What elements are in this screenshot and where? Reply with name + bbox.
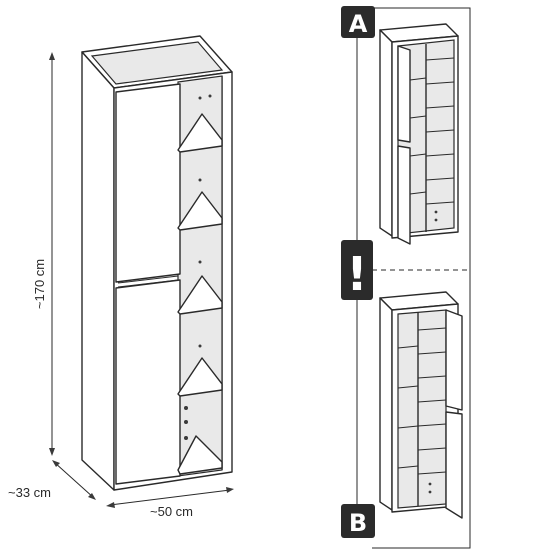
cabinet-side — [81, 51, 115, 491]
variants-panel: A ! B — [341, 6, 471, 549]
variant-b-cabinet — [379, 291, 463, 519]
width-label: ~50 cm — [150, 504, 193, 519]
notice-symbol: ! — [347, 247, 368, 301]
cabinet-shelves — [177, 113, 223, 475]
variant-b-label: B — [349, 509, 367, 537]
cabinet-top-inner — [90, 41, 224, 85]
upper-door — [115, 83, 181, 283]
height-dimension: ~170 cm — [32, 52, 55, 456]
variant-b-badge: B — [341, 504, 375, 538]
variant-a-cabinet — [379, 23, 459, 245]
height-label: ~170 cm — [32, 259, 47, 309]
shelf-bottom — [177, 435, 223, 475]
depth-dimension: ~33 cm — [8, 460, 96, 500]
shelf-2 — [177, 191, 223, 231]
lower-door — [115, 279, 181, 485]
shelf-1 — [177, 113, 223, 153]
depth-label: ~33 cm — [8, 485, 51, 500]
variant-a-badge: A — [341, 6, 375, 38]
shelf-pin-holes — [184, 94, 212, 440]
shelf-4 — [177, 357, 223, 397]
variant-a-label: A — [349, 10, 368, 38]
panel-frame — [372, 7, 471, 549]
main-cabinet: ~170 cm ~33 cm ~50 cm — [8, 35, 234, 519]
notice-badge: ! — [341, 240, 373, 301]
shelf-3 — [177, 275, 223, 315]
width-dimension: ~50 cm — [106, 487, 234, 519]
